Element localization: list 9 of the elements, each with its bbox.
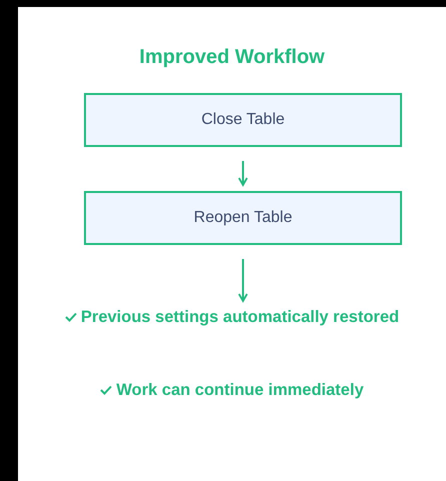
- box-label: Reopen Table: [194, 209, 292, 227]
- diagram-title: Improved Workflow: [138, 46, 326, 69]
- arrow: [238, 259, 248, 302]
- process-box: [84, 191, 402, 245]
- result-text: Work can continue immediately: [116, 380, 364, 400]
- arrow: [238, 161, 248, 186]
- result-text: Previous settings automatically restored: [80, 308, 400, 326]
- process-box: [84, 93, 402, 147]
- box-label: Close Table: [201, 111, 285, 129]
